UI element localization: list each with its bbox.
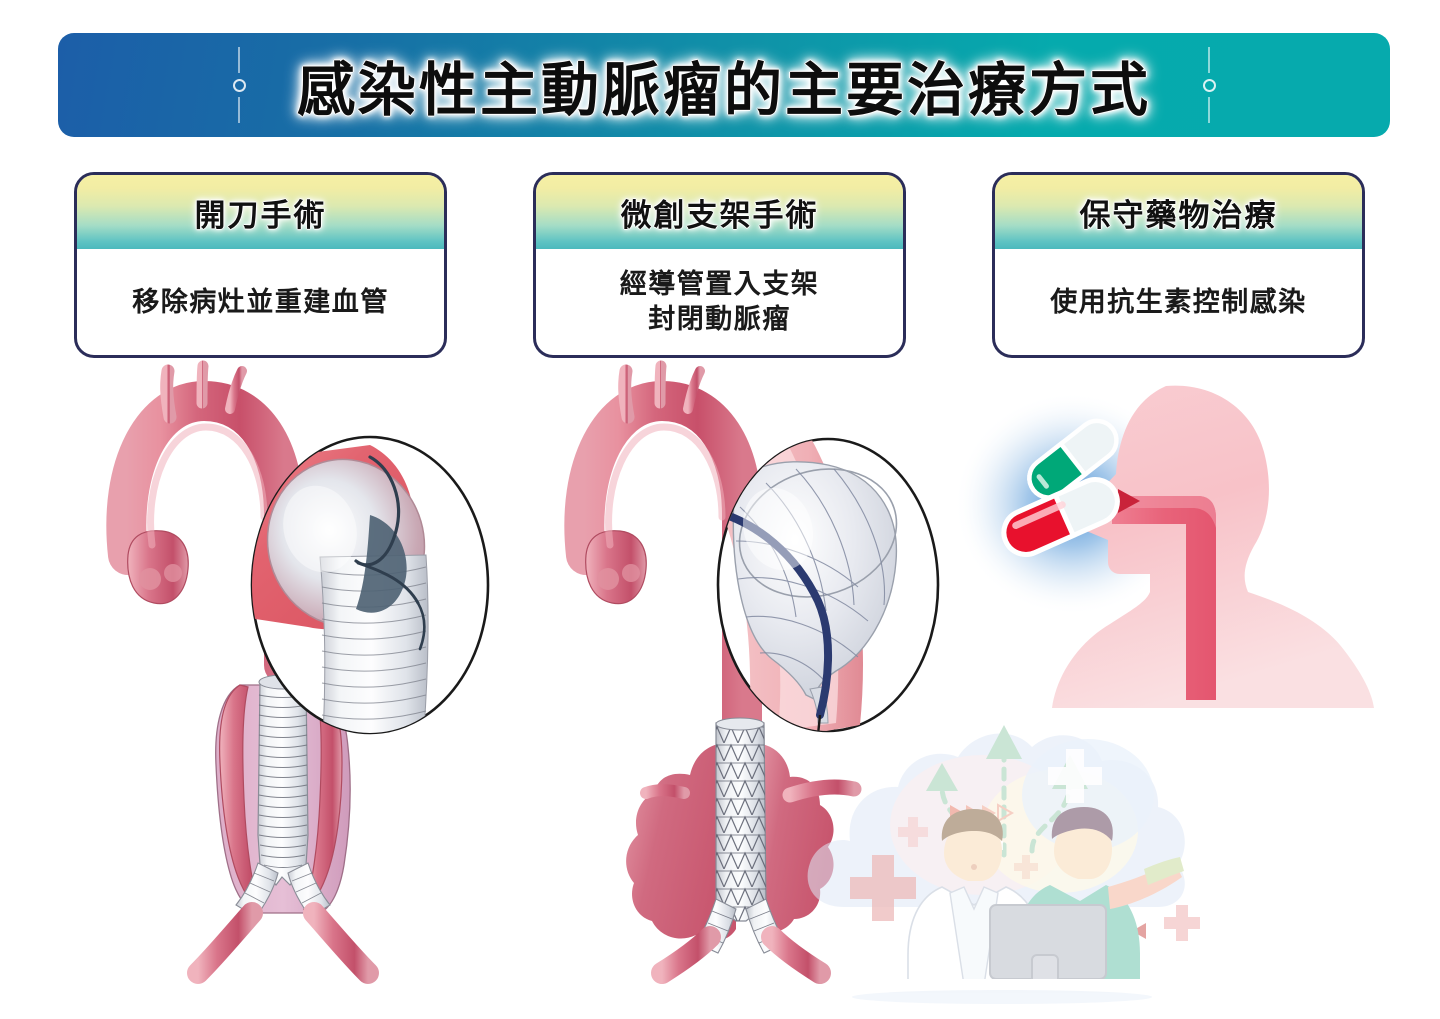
iliac-bifurcation bbox=[187, 902, 379, 984]
throat-esophagus bbox=[1110, 496, 1216, 700]
desk bbox=[838, 979, 1168, 993]
clinicians-scene bbox=[792, 655, 1212, 1005]
card-title: 開刀手術 bbox=[194, 197, 327, 233]
banner-decoration-left bbox=[230, 47, 248, 123]
wire-mesh-stent-graft bbox=[695, 717, 787, 954]
medication-illustration bbox=[954, 378, 1380, 708]
card-body: 移除病灶並重建血管 bbox=[77, 249, 444, 355]
card-header: 保守藥物治療 bbox=[995, 175, 1362, 249]
red-white-capsule bbox=[1001, 477, 1120, 557]
card-title: 保守藥物治療 bbox=[1079, 197, 1278, 233]
banner-dot-right-icon bbox=[1202, 78, 1216, 92]
brachiocephalic-branches bbox=[160, 360, 247, 424]
brachiocephalic-branches bbox=[618, 360, 705, 424]
card-description: 移除病灶並重建血管 bbox=[132, 286, 389, 317]
green-arrow-heads bbox=[926, 725, 1088, 791]
banner-decoration-right bbox=[1200, 47, 1218, 123]
card-body: 經導管置入支架 封閉動脈瘤 bbox=[536, 249, 903, 355]
card-title: 微創支架手術 bbox=[620, 197, 819, 233]
card-body: 使用抗生素控制感染 bbox=[995, 249, 1362, 355]
treatment-card-open-surgery: 開刀手術 移除病灶並重建血管 bbox=[74, 172, 447, 358]
desk-shadow bbox=[852, 990, 1152, 1004]
card-header: 微創支架手術 bbox=[536, 175, 903, 249]
iliac-limbs bbox=[651, 926, 831, 984]
page-title: 感染性主動脈瘤的主要治療方式 bbox=[296, 58, 1151, 123]
title-banner: 感染性主動脈瘤的主要治療方式 bbox=[58, 33, 1390, 137]
open-surgery-illustration bbox=[70, 360, 490, 984]
stent-illustration bbox=[528, 360, 948, 984]
card-header: 開刀手術 bbox=[77, 175, 444, 249]
green-white-capsule bbox=[1027, 418, 1119, 500]
treatment-card-endovascular-stent: 微創支架手術 經導管置入支架 封閉動脈瘤 bbox=[533, 172, 906, 358]
card-description: 使用抗生素控制感染 bbox=[1050, 286, 1307, 317]
card-description: 經導管置入支架 封閉動脈瘤 bbox=[619, 269, 820, 334]
banner-dot-left-icon bbox=[232, 78, 246, 92]
treatment-card-conservative-medication: 保守藥物治療 使用抗生素控制感染 bbox=[992, 172, 1365, 358]
monitor bbox=[989, 904, 1107, 986]
